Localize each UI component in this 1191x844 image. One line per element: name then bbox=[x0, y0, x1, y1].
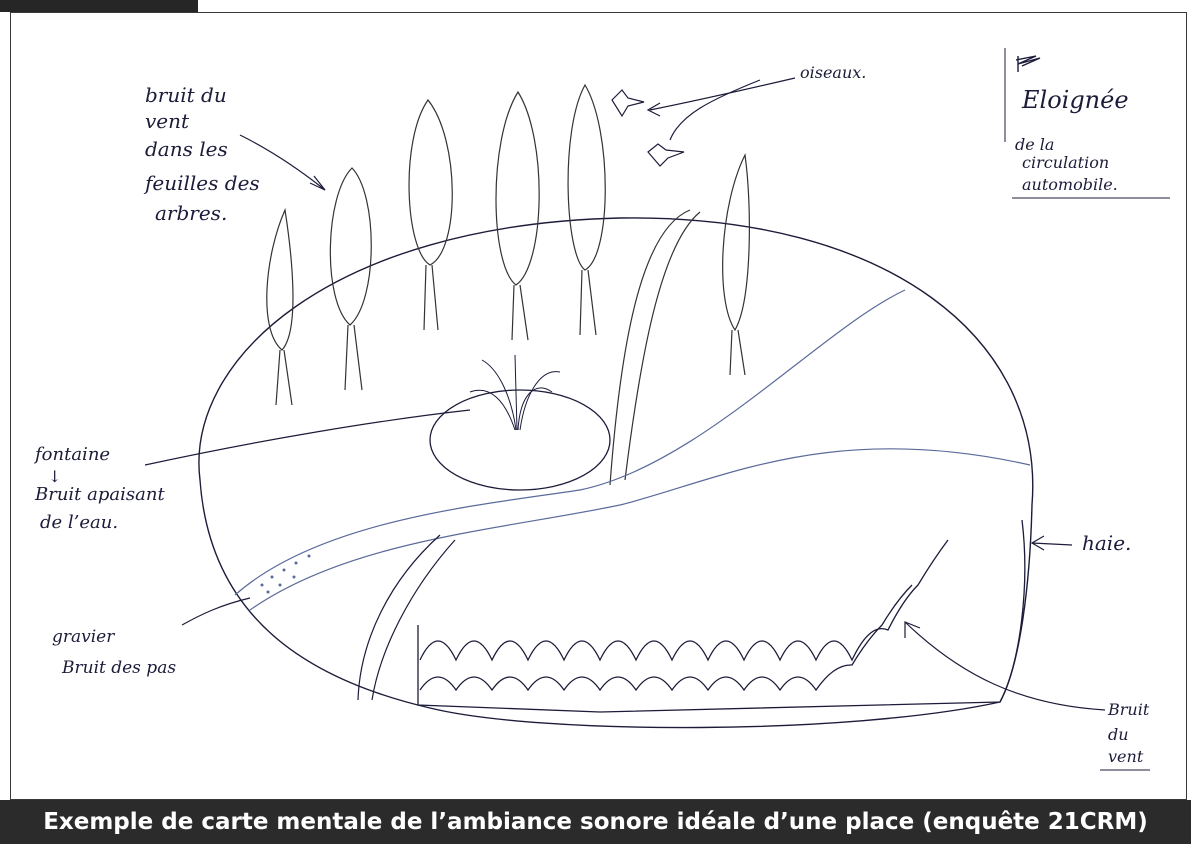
label-wind-trees-3: dans les bbox=[145, 137, 228, 161]
side-path bbox=[358, 535, 455, 700]
gravel-dots bbox=[261, 555, 311, 594]
label-far-1: Eloignée bbox=[1021, 86, 1129, 114]
trees bbox=[267, 85, 750, 485]
label-wind-trees-2: vent bbox=[145, 109, 190, 133]
label-hedge: haie. bbox=[1082, 531, 1131, 555]
label-wind-trees-1: bruit du bbox=[145, 83, 227, 107]
label-fountain-1: fontaine bbox=[33, 444, 110, 465]
label-far-3: circulation bbox=[1022, 153, 1109, 172]
label-wind-bottom-1: Bruit bbox=[1107, 700, 1150, 719]
scribble-mark bbox=[1016, 56, 1040, 72]
square-outline bbox=[199, 218, 1033, 728]
label-far-4: automobile. bbox=[1022, 175, 1118, 194]
figure-caption: Exemple de carte mentale de l’ambiance s… bbox=[0, 800, 1191, 844]
mind-map-sketch: bruit du vent dans les feuilles des arbr… bbox=[0, 0, 1191, 800]
label-gravel-1: gravier bbox=[52, 627, 115, 647]
path-band bbox=[235, 290, 1030, 610]
label-wind-bottom-3: vent bbox=[1108, 747, 1144, 766]
fountain-basin bbox=[430, 390, 610, 490]
label-wind-trees-5: arbres. bbox=[155, 201, 227, 225]
label-fountain-2: Bruit apaisant bbox=[34, 484, 165, 505]
label-gravel-2: Bruit des pas bbox=[61, 658, 176, 678]
hedge bbox=[418, 520, 1025, 712]
birds bbox=[612, 90, 684, 166]
label-fountain-3: de l’eau. bbox=[40, 512, 118, 533]
label-far-2: de la bbox=[1015, 135, 1054, 154]
label-wind-trees-4: feuilles des bbox=[143, 171, 260, 195]
leader-lines bbox=[145, 78, 1105, 710]
label-birds: oiseaux. bbox=[800, 63, 866, 82]
label-wind-bottom-2: du bbox=[1108, 725, 1129, 744]
